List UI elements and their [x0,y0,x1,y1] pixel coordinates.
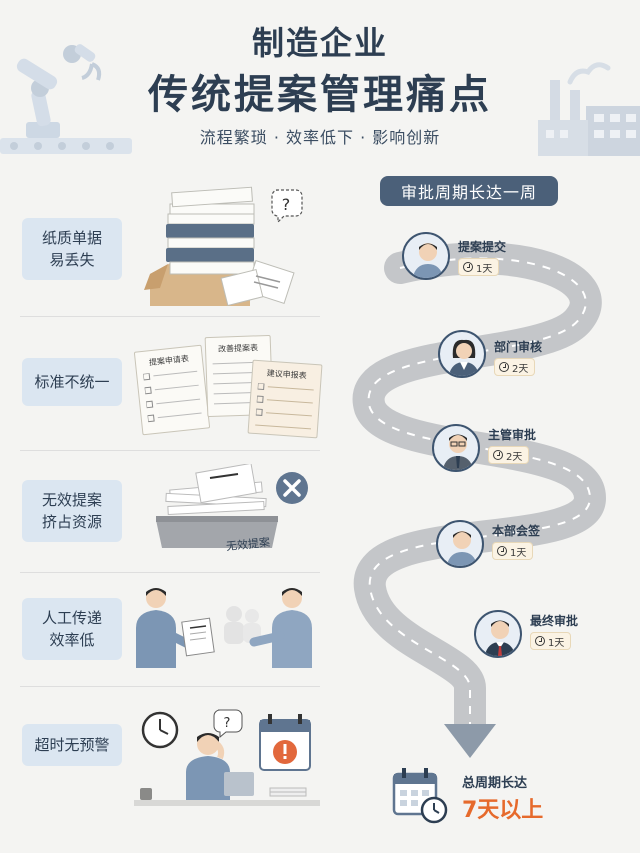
divider [20,686,320,687]
label-line: 无效提案 [41,490,102,509]
step-name: 本部会签 [492,524,541,538]
clock-icon [499,362,509,372]
person-icon [442,434,474,470]
avatar [402,232,450,280]
label-line: 效率低 [49,631,95,649]
divider [20,316,320,317]
duration-badge: 2天 [494,358,536,376]
form-lines [255,383,314,430]
pain-label-manual: 人工传递效率低 [22,598,122,660]
form-lines [143,370,202,423]
step-name: 部门审核 [494,340,543,354]
approval-flow: 审批周期长达一周 提案提交 1天 部门审核 2天 主管审批 2天 本部会签 1天 [330,168,640,848]
form-title: 建议申报表 [266,368,307,381]
duration-badge: 1天 [458,258,500,276]
pain-label-standards: 标准不统一 [22,358,122,406]
question-icon: ? [224,716,231,731]
form-suggestion-report: 建议申报表 [247,359,323,439]
step-name: 最终审批 [530,614,579,628]
label-line: 易丢失 [49,251,95,269]
duration-badge: 2天 [488,446,530,464]
label-line: 挤占资源 [41,513,102,531]
person-icon [412,243,444,278]
total-value: 7天以上 [462,798,544,823]
divider [20,450,320,451]
divider [20,572,320,573]
form-title: 改善提案表 [217,343,259,354]
pain-label-invalid: 无效提案挤占资源 [22,480,122,542]
approval-heading: 审批周期长达一周 [380,176,558,206]
pain-label-paper-lost: 纸质单据易丢失 [22,218,122,280]
robot-arm-icon [0,44,132,154]
total-label: 总周期长达 [462,776,528,791]
label-line: 纸质单据 [41,228,102,247]
invalid-tray-illustration [156,464,308,548]
factory-icon [538,62,640,156]
duration-text: 2天 [512,363,529,375]
title-line-1: 制造企业 [251,24,388,62]
calendar-clock-icon [392,768,448,824]
avatar [474,610,522,658]
header: 制造企业 传统提案管理痛点 流程繁琐 · 效率低下 · 影响创新 [0,0,640,160]
person-icon [446,531,478,566]
clock-icon [497,546,507,556]
pain-points-list: 纸质单据易丢失 ? 标准不统一 提案申请表 改善提案表 [0,168,330,818]
paper-stack-illustration: ? [144,186,303,307]
question-icon: ? [282,195,291,214]
avatar [436,520,484,568]
label-line: 人工传递 [41,608,102,627]
person-icon [484,620,516,656]
step-name: 主管审批 [488,428,537,442]
duration-text: 1天 [548,637,565,649]
subtitle: 流程繁琐 · 效率低下 · 影响创新 [199,128,441,147]
clock-icon [535,636,545,646]
clock-icon [463,262,473,272]
person-icon [448,339,480,376]
avatar [432,424,480,472]
step-name: 提案提交 [458,240,507,254]
duration-badge: 1天 [530,632,572,650]
duration-badge: 1天 [492,542,534,560]
form-title: 提案申请表 [148,354,190,368]
handoff-illustration [136,588,312,668]
timeout-illustration: ? [134,709,320,806]
form-proposal-application: 提案申请表 [133,344,211,436]
duration-text: 2天 [506,451,523,463]
duration-text: 1天 [510,547,527,559]
page-title: 传统提案管理痛点 [148,72,492,118]
pain-label-timeout: 超时无预警 [22,724,122,766]
duration-text: 1天 [476,263,493,275]
clock-icon [493,450,503,460]
avatar [438,330,486,378]
